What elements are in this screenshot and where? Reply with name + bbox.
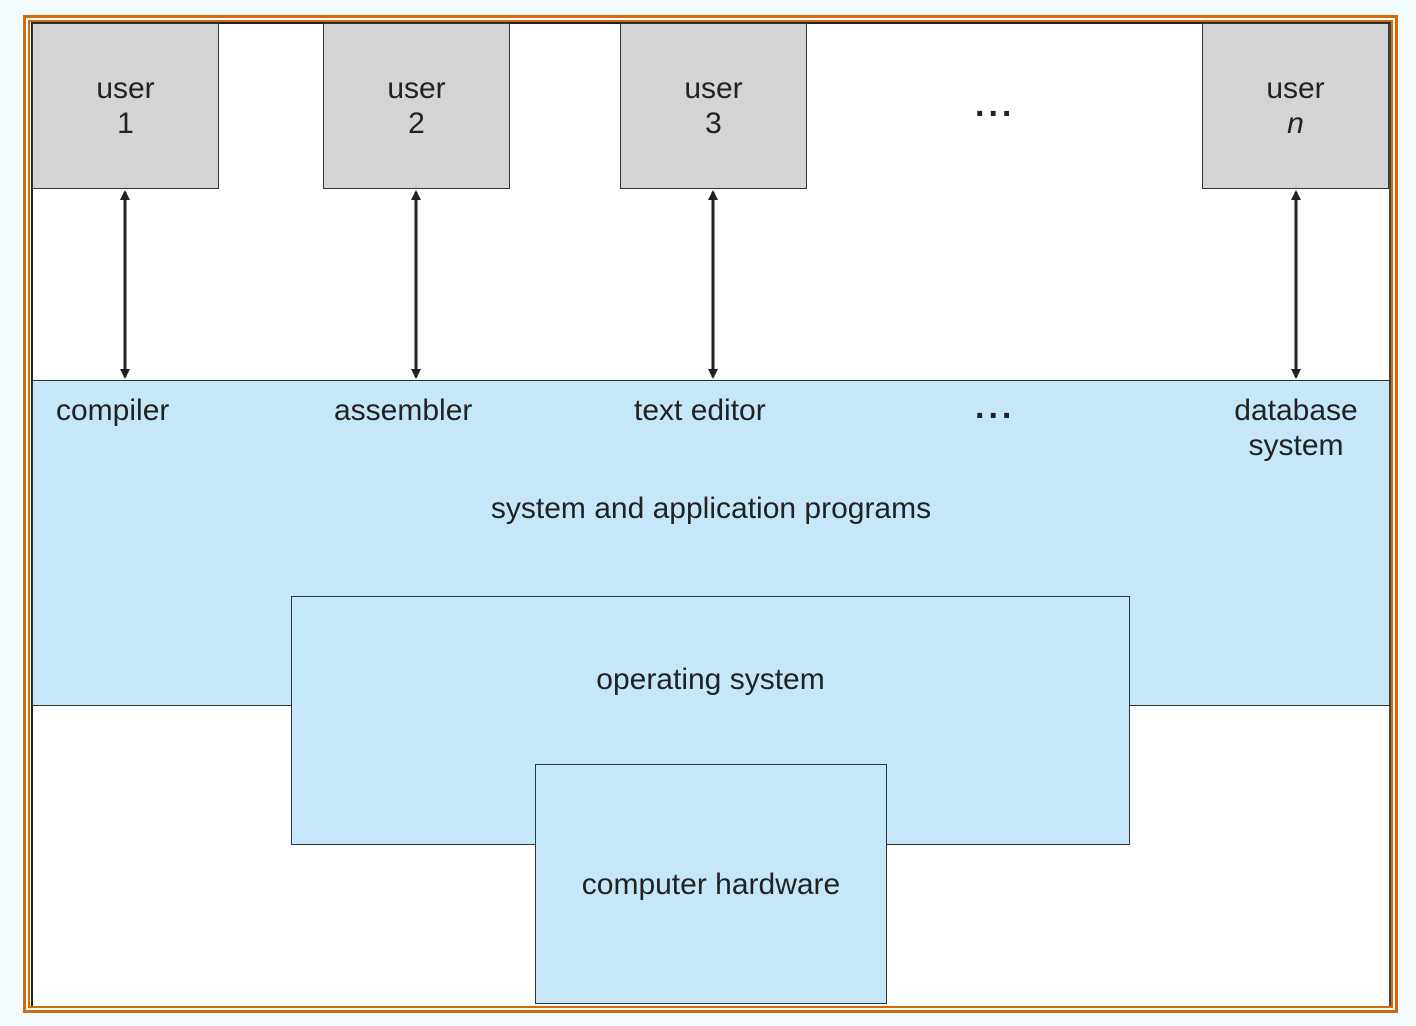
system-line: system	[1248, 429, 1344, 462]
user-number: 1	[117, 107, 134, 140]
hardware-label: computer hardware	[581, 868, 841, 901]
outer-border	[23, 15, 1398, 1013]
user-label: user	[684, 72, 743, 105]
users-ellipsis: ...	[975, 86, 1016, 124]
user-label: user	[387, 72, 446, 105]
assembler-label: assembler	[334, 394, 473, 427]
user-label: user	[1266, 72, 1325, 105]
os-label: operating system	[596, 663, 825, 696]
user-label: user	[96, 72, 155, 105]
hardware-layer	[535, 764, 887, 1004]
database-line: database	[1234, 394, 1358, 427]
programs-layer-label: system and application programs	[490, 492, 932, 525]
user-number: 2	[408, 107, 425, 140]
user-number: n	[1287, 107, 1304, 140]
user-number: 3	[705, 107, 722, 140]
text-editor-label: text editor	[634, 394, 766, 427]
compiler-label: compiler	[56, 394, 170, 427]
programs-ellipsis: ...	[975, 388, 1016, 426]
